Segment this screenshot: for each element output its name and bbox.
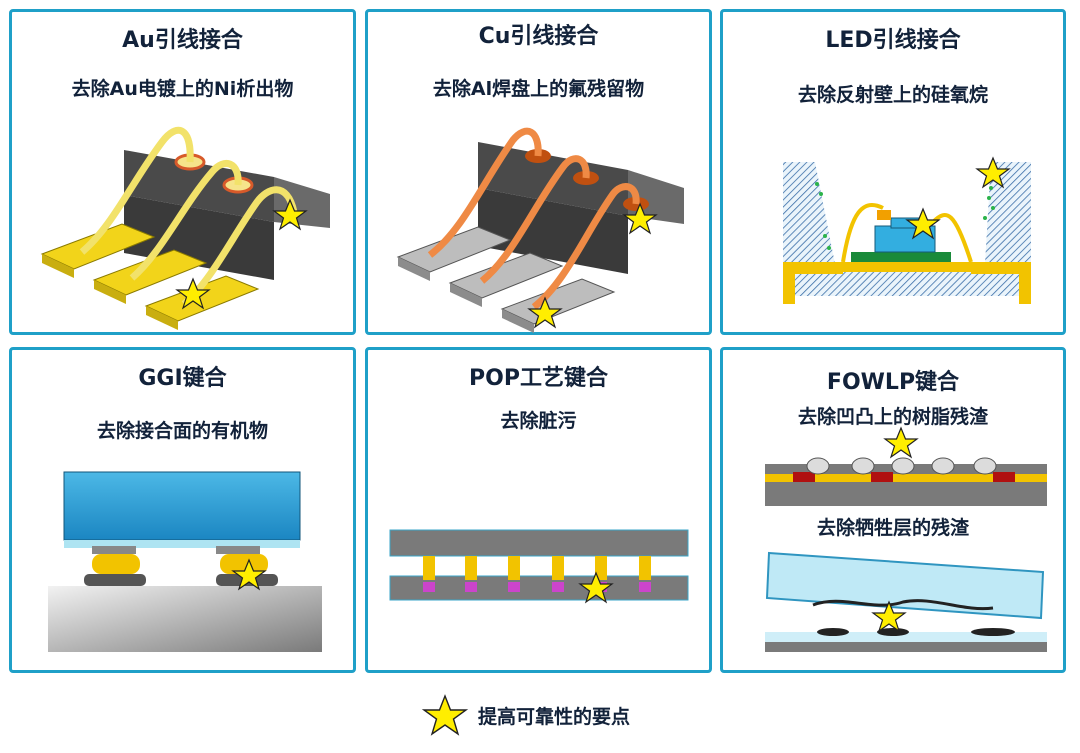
panel-subtitle: 去除脏污 [500,410,577,432]
panel-subtitle: 去除凹凸上的树脂残渣 [797,406,988,428]
star-icon [175,277,211,310]
panel-subtitle: 去除Al焊盘上的氟残留物 [432,78,645,100]
panel-subtitle: 去除反射壁上的硅氧烷 [797,84,988,106]
star-icon [578,571,614,604]
star-icon [421,694,469,736]
star-icon [883,426,919,459]
star-icon [272,198,308,231]
star-icon [231,558,267,591]
panel-title: Au引线接合 [122,28,243,53]
cu-wire-bonding-illustration [396,127,684,333]
star-icon [871,600,907,633]
panel-cu-wire-bonding: Cu引线接合 去除Al焊盘上的氟残留物 [365,9,712,335]
panel-ggi-bonding: GGI键合 去除接合面的有机物 [9,347,356,673]
panel-led-wire-bonding: LED引线接合 去除反射壁上的硅氧烷 [720,9,1066,335]
panel-title: Cu引线接合 [478,24,599,49]
pop-bonding-illustration [389,529,689,604]
legend-label: 提高可靠性的要点 [478,705,631,728]
au-wire-bonding-illustration [40,127,330,330]
star-icon [975,156,1011,189]
ggi-bonding-illustration [48,471,322,652]
panel-title: POP工艺键合 [469,366,608,391]
panel-title: FOWLP键合 [826,370,960,395]
panel-title: LED引线接合 [825,28,961,53]
star-icon [905,207,941,240]
panel-subtitle: 去除接合面的有机物 [96,420,268,442]
panel-subtitle-secondary: 去除牺牲层的残渣 [816,517,969,539]
panel-subtitle: 去除Au电镀上的Ni析出物 [71,78,294,100]
star-icon [527,296,563,329]
panel-fowlp-bonding: FOWLP键合 去除凹凸上的树脂残渣 去除牺牲层的残渣 [720,347,1066,673]
panel-au-wire-bonding: Au引线接合 去除Au电镀上的Ni析出物 [9,9,356,335]
led-wire-bonding-illustration [783,156,1031,304]
star-icon [622,202,658,235]
panel-title: GGI键合 [138,366,227,391]
fowlp-bonding-illustration [765,426,1047,652]
legend: 提高可靠性的要点 [421,694,631,736]
panel-pop-bonding: POP工艺键合 去除脏污 [365,347,712,673]
